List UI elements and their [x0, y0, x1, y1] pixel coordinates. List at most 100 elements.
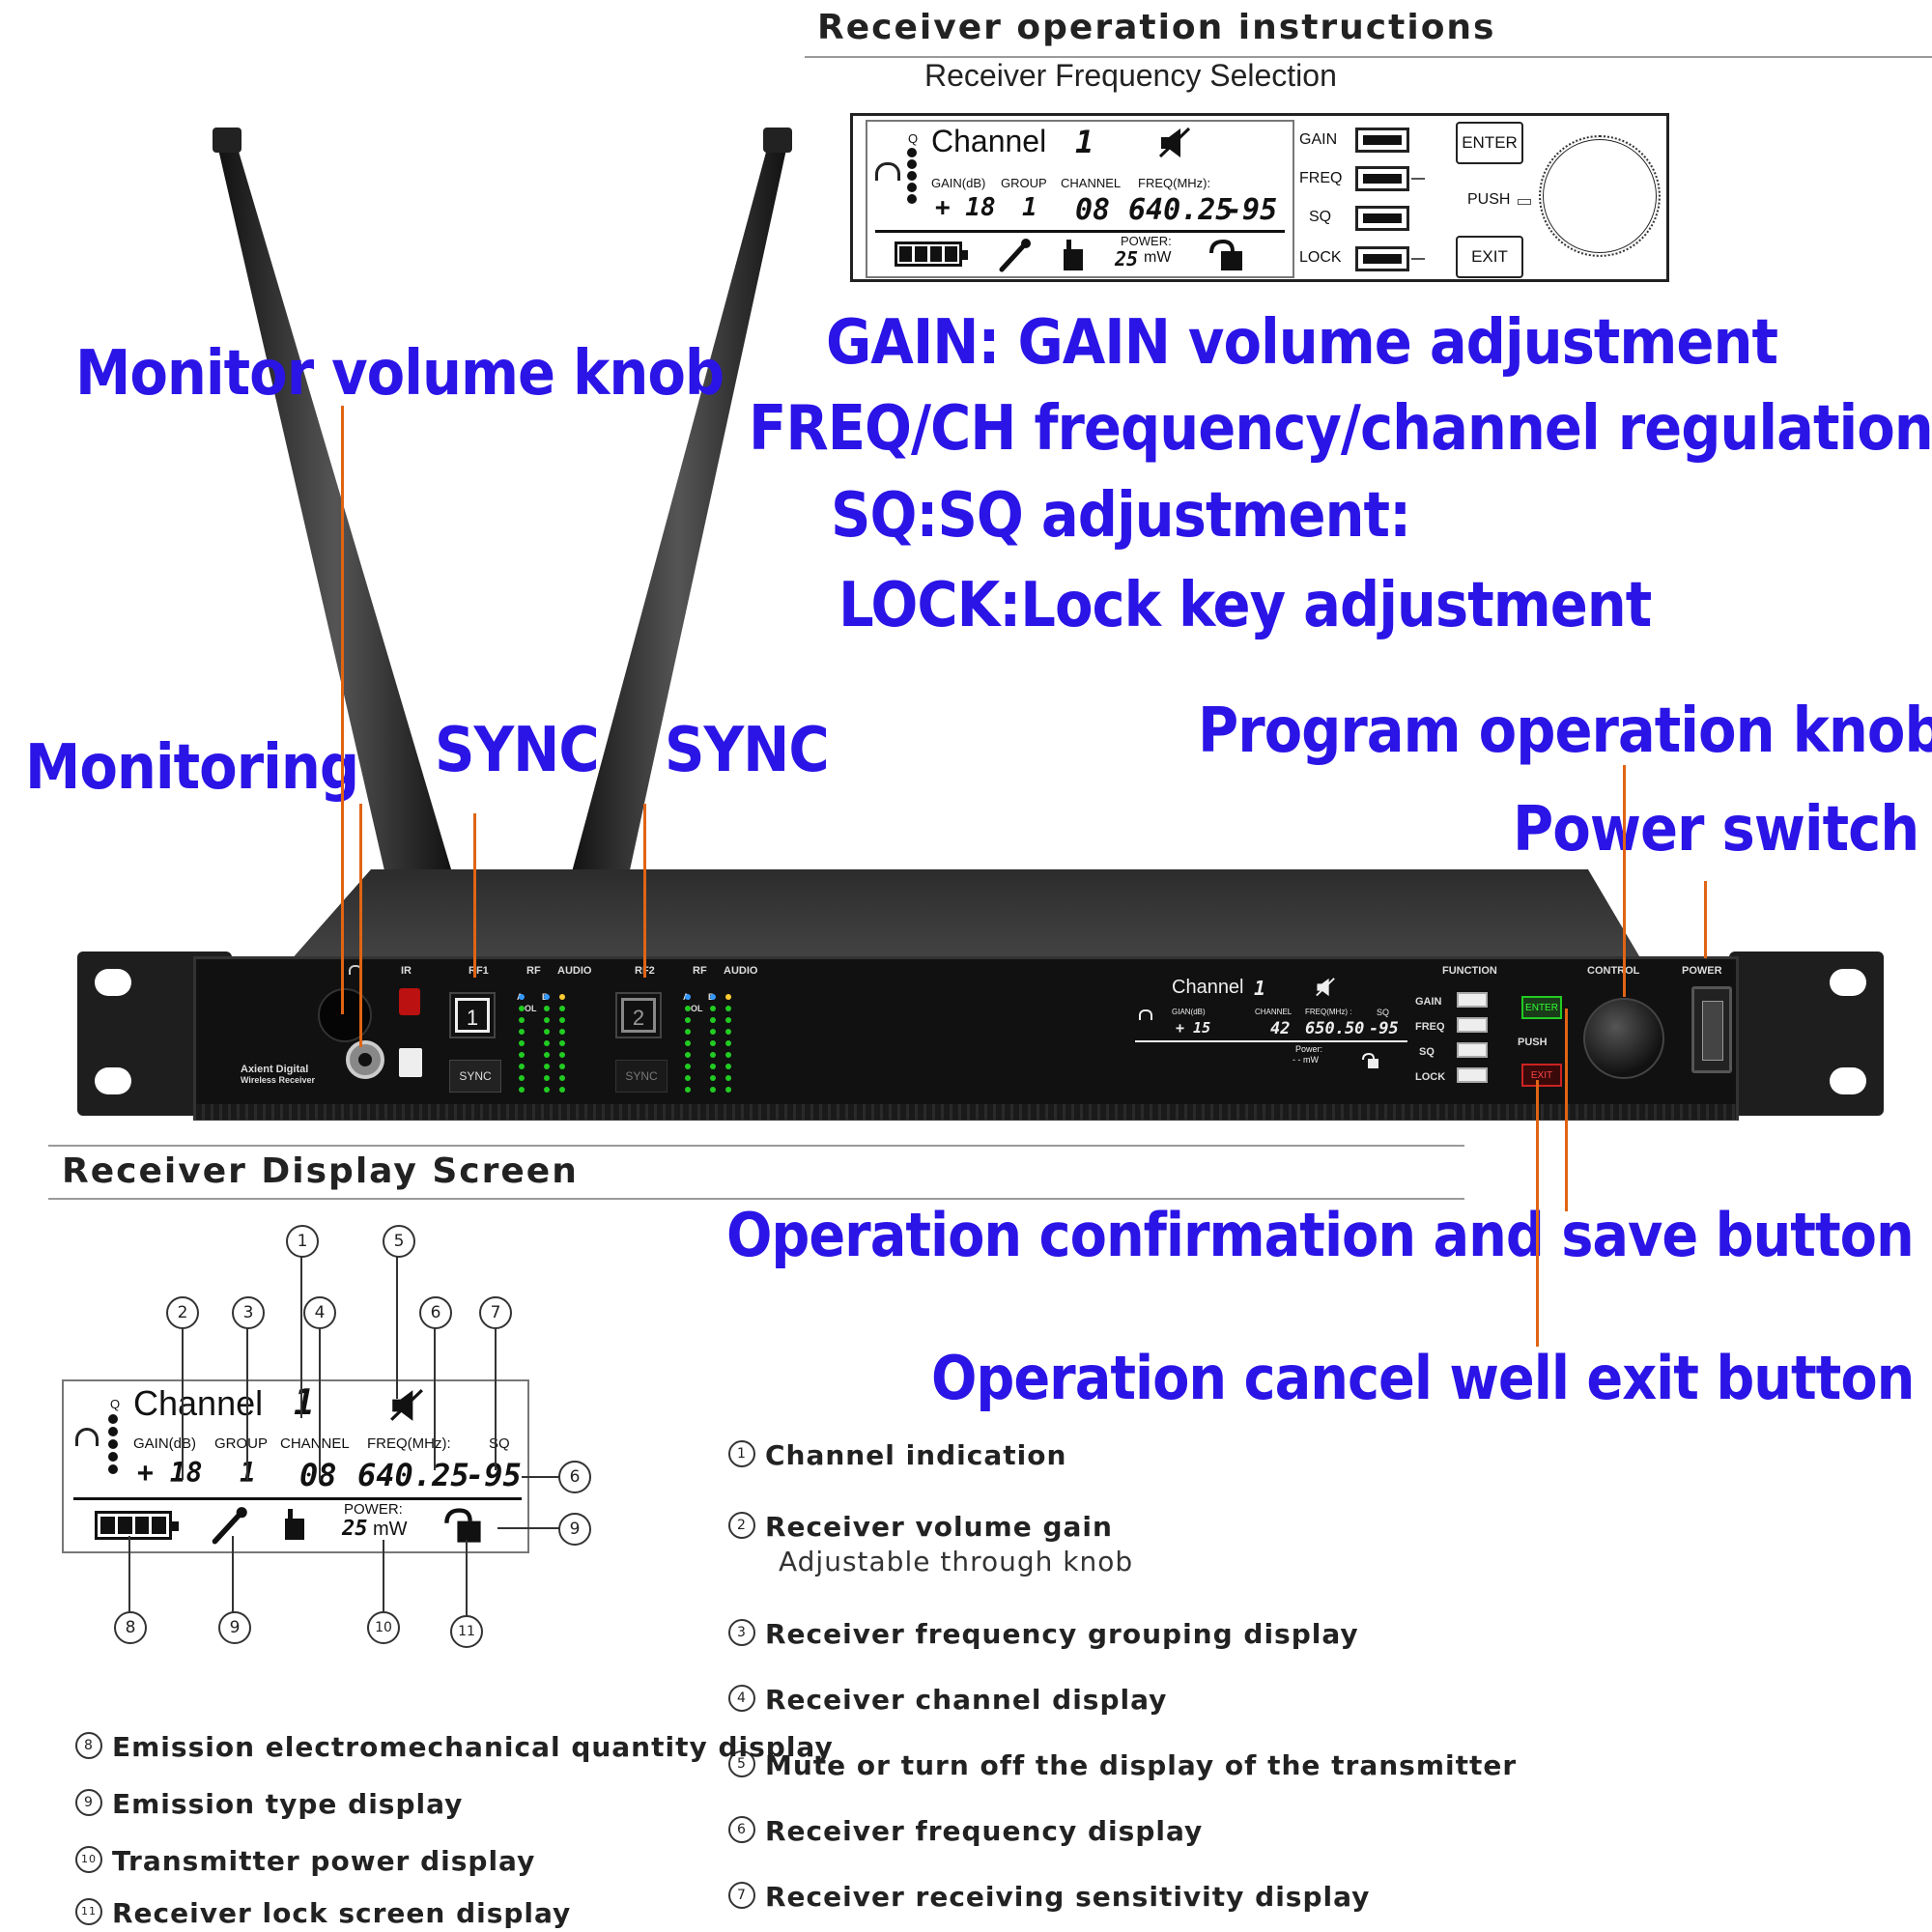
legend-text-4: Receiver channel display: [765, 1684, 1168, 1716]
device-lcd: Channel 1 GIAN(dB) CHANNEL FREQ(MHz) : S…: [1133, 973, 1413, 1079]
sync-button-2[interactable]: SYNC: [615, 1060, 668, 1093]
meter-led: [519, 994, 525, 1000]
fn-lock-button[interactable]: [1457, 1067, 1488, 1083]
callout-sq: SQ:SQ adjustment:: [831, 480, 1411, 552]
left-antenna: [217, 145, 454, 879]
marker-11: 11: [450, 1615, 483, 1648]
legend-text-7: Receiver receiving sensitivity display: [765, 1881, 1371, 1913]
marker-6: 6: [419, 1296, 452, 1329]
monitor-volume-knob[interactable]: [318, 988, 372, 1042]
header-rule: [805, 56, 1932, 58]
rf2-ol-label: OL: [691, 1004, 703, 1013]
headphone-jack[interactable]: [346, 1040, 384, 1079]
legend-num-10: 10: [75, 1846, 102, 1873]
leader-num5: [396, 1254, 398, 1399]
device-lcd-power-label: Power:: [1295, 1044, 1323, 1054]
device-lcd-power-value: - - mW: [1293, 1055, 1319, 1065]
callout-freq: FREQ/CH frequency/channel regulation: [749, 393, 1932, 465]
bottom-signal-dots-icon: [108, 1414, 118, 1474]
rf2-audio-label: AUDIO: [724, 965, 758, 977]
callout-confirm-button: Operation confirmation and save button: [726, 1200, 1915, 1270]
top-enter-button[interactable]: ENTER: [1456, 122, 1523, 164]
sync-button-1[interactable]: SYNC: [449, 1060, 501, 1093]
bottom-lcd-group-label: GROUP: [214, 1435, 269, 1452]
top-lock-button[interactable]: [1355, 246, 1409, 271]
marker-4: 4: [303, 1296, 336, 1329]
handheld-mic-icon: [999, 239, 1031, 272]
meter-led: [544, 1075, 550, 1081]
bottom-vent: [196, 1104, 1736, 1120]
legend-text-10: Transmitter power display: [112, 1845, 536, 1877]
top-program-knob[interactable]: [1539, 135, 1661, 257]
fn-gain-button[interactable]: [1457, 992, 1488, 1008]
bottom-lcd-power-value: 25: [342, 1517, 368, 1541]
meter-led: [710, 1017, 716, 1023]
rf1-audio-label: AUDIO: [557, 965, 592, 977]
meter-led: [559, 1052, 565, 1058]
headphone-icon: [875, 162, 900, 181]
device-program-knob[interactable]: [1583, 998, 1664, 1079]
meter-led: [685, 1064, 691, 1069]
meter-led: [685, 1075, 691, 1081]
bottom-lcd-freq-label: FREQ(MHz):: [367, 1435, 451, 1452]
marker-6-right: 6: [558, 1461, 591, 1493]
top-lcd-freq-value: 640.25: [1128, 193, 1234, 227]
meter-led: [559, 1075, 565, 1081]
meter-led: [519, 1017, 525, 1023]
fn-freq-button[interactable]: [1457, 1017, 1488, 1033]
meter-led: [710, 1087, 716, 1093]
device-lcd-sq-value: -95: [1369, 1019, 1399, 1038]
top-push-label: PUSH: [1467, 191, 1511, 208]
ir-sync-button[interactable]: [399, 1048, 422, 1077]
power-switch[interactable]: [1691, 986, 1732, 1073]
rf1-label: RF1: [469, 965, 489, 977]
top-sq-button[interactable]: [1355, 206, 1409, 231]
power-label: POWER: [1682, 965, 1722, 977]
legend-item-10: 10 Transmitter power display: [75, 1845, 535, 1877]
meter-led: [685, 1006, 691, 1011]
bottom-headphone-icon: [75, 1428, 99, 1446]
receiver-chassis-top: [290, 869, 1642, 961]
bottom-lcd-channel-num: 08: [299, 1457, 337, 1493]
top-gain-button[interactable]: [1355, 128, 1409, 153]
device-lcd-channel-value: 1: [1254, 977, 1266, 1000]
device-lcd-freq-label: FREQ(MHz) :: [1305, 1008, 1352, 1016]
callout-gain: GAIN: GAIN volume adjustment: [826, 307, 1778, 379]
meter-led: [725, 1029, 731, 1035]
device-enter-button[interactable]: ENTER: [1521, 996, 1562, 1019]
meter-led: [559, 1006, 565, 1011]
bottom-bodypack-icon: [285, 1509, 304, 1540]
device-lcd-channel-num: 42: [1270, 1019, 1291, 1038]
marker-9-right: 9: [558, 1513, 591, 1546]
callout-sync-1: SYNC: [435, 715, 600, 786]
top-lcd-power-value: 25: [1115, 247, 1139, 270]
top-exit-button[interactable]: EXIT: [1456, 236, 1523, 278]
display-section-rule-top: [48, 1145, 1464, 1147]
leader-num1: [300, 1254, 302, 1418]
legend-text-8: Emission electromechanical quantity disp…: [112, 1731, 834, 1763]
meter-led: [710, 1064, 716, 1069]
meter-led: [544, 1052, 550, 1058]
meter-led: [685, 1087, 691, 1093]
brand-line1: Axient Digital: [241, 1064, 309, 1075]
device-exit-button[interactable]: EXIT: [1521, 1064, 1562, 1087]
leader-num9-right: [497, 1527, 560, 1529]
meter-led: [519, 1006, 525, 1011]
top-freq-button[interactable]: [1355, 166, 1409, 191]
fn-sq-button[interactable]: [1457, 1042, 1488, 1058]
legend-num-2: 2: [728, 1512, 755, 1539]
leader-confirm-button: [1565, 1009, 1568, 1211]
bottom-lcd-divider: [73, 1497, 522, 1500]
meter-led: [544, 1017, 550, 1023]
meter-led: [710, 1052, 716, 1058]
callout-monitoring: Monitoring: [25, 732, 359, 804]
callout-sync-2: SYNC: [665, 715, 830, 786]
meter-led: [710, 1029, 716, 1035]
device-lcd-freq-value: 650.50: [1305, 1019, 1365, 1038]
meter-led: [710, 1006, 716, 1011]
top-lcd-channel-col-label: CHANNEL: [1061, 176, 1122, 190]
